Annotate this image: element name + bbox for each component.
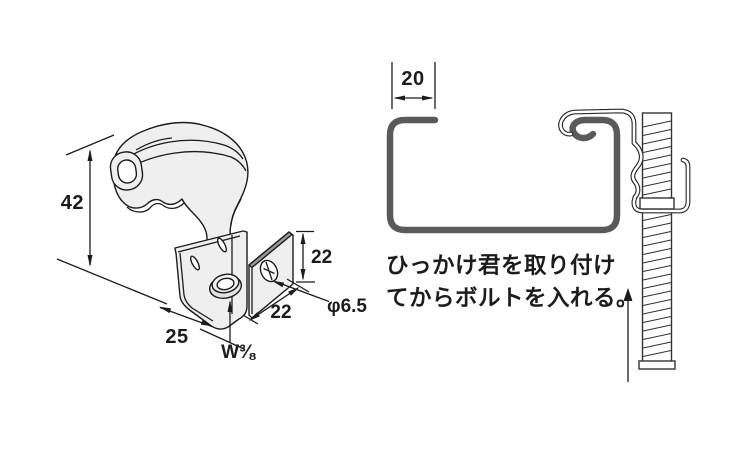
caption-line-1: ひっかけ君を取り付け xyxy=(386,253,616,278)
hook-fold-lines xyxy=(118,137,247,226)
bracket-isometric-figure: 42 25 22 22 φ6.5 xyxy=(56,121,367,363)
caption-line-2: てからボルトを入れる。 xyxy=(386,286,639,311)
thread-size-callout: W⅜ xyxy=(221,300,256,363)
mounting-flange xyxy=(248,231,294,319)
thread-size-label: W⅜ xyxy=(221,342,256,363)
dimension-25: 25 xyxy=(159,306,245,350)
burring-hole xyxy=(208,273,243,299)
threaded-rod xyxy=(638,112,676,370)
dim-20-label: 20 xyxy=(401,68,424,90)
dim-22v-label: 22 xyxy=(311,247,332,268)
bolt-insert-arrow xyxy=(623,288,633,382)
dim-25-label: 25 xyxy=(165,326,188,348)
flange-top-edge xyxy=(248,231,293,269)
installation-section-figure: 20 ひっかけ君を取り付け てからボルトを入れる。 xyxy=(386,62,691,382)
hook-rolled-end xyxy=(109,151,144,191)
caption: ひっかけ君を取り付け てからボルトを入れる。 xyxy=(386,253,639,311)
dimension-20: 20 xyxy=(391,62,436,109)
stiffening-darts xyxy=(189,237,228,271)
dim-42-label: 42 xyxy=(61,192,84,214)
hikkake-clip xyxy=(558,108,691,214)
hole-diameter-callout: φ6.5 xyxy=(272,280,367,317)
dim-22d-label: 22 xyxy=(270,302,291,323)
flange-hole xyxy=(259,259,279,283)
nut xyxy=(639,197,675,210)
dimension-42: 42 xyxy=(56,134,168,305)
hole-diameter-label: φ6.5 xyxy=(327,296,367,317)
rod-end-cap xyxy=(638,360,676,370)
c-channel xyxy=(386,116,621,234)
dimension-22-vertical: 22 xyxy=(296,230,332,283)
